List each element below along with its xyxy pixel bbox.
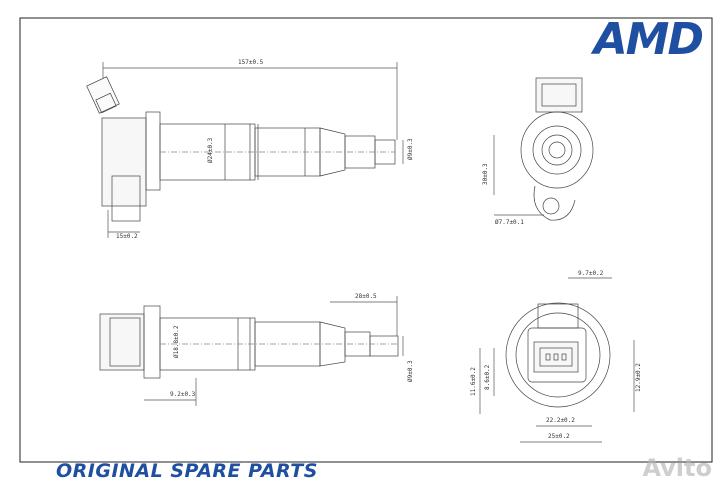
dim-end-top: 9.7±0.2: [578, 270, 604, 277]
bottom-side-view: [99, 296, 404, 406]
dim-end-bottom2: 25±0.2: [548, 433, 570, 440]
footer-tagline: ORIGINAL SPARE PARTS: [56, 460, 318, 482]
dim-end-left1: 11.6±0.2: [470, 367, 477, 396]
dim-tip-label: 15±0.2: [116, 233, 138, 240]
dim-side-height: 30±0.3: [482, 163, 489, 185]
dim-end-left2: 8.6±0.2: [484, 364, 491, 390]
top-end-view: [493, 77, 594, 221]
dim-top-length: 157±0.5: [238, 59, 264, 66]
footer-bar: ORIGINAL SPARE PARTS Avito: [0, 454, 720, 490]
dim-tip-dia: Ø9±0.3: [407, 138, 414, 160]
dim-bottom-len: 28±0.5: [355, 293, 377, 300]
dim-end-right: 12.9±0.2: [635, 363, 642, 392]
brand-logo: AMD: [593, 14, 704, 65]
top-side-view: [86, 62, 404, 238]
dim-end-bottom1: 22.2±0.2: [546, 417, 575, 424]
dim-bottom-dia: Ø18.8±0.2: [173, 325, 180, 358]
dim-body-dia: Ø24±0.3: [207, 137, 214, 163]
watermark-logo: Avito: [642, 454, 712, 482]
dim-hole-dia: Ø7.7±0.1: [495, 219, 524, 226]
bottom-end-view: [479, 277, 635, 443]
dim-bottom-left: 9.2±0.3: [170, 391, 196, 398]
dim-bottom-tip: Ø9±0.3: [407, 360, 414, 382]
